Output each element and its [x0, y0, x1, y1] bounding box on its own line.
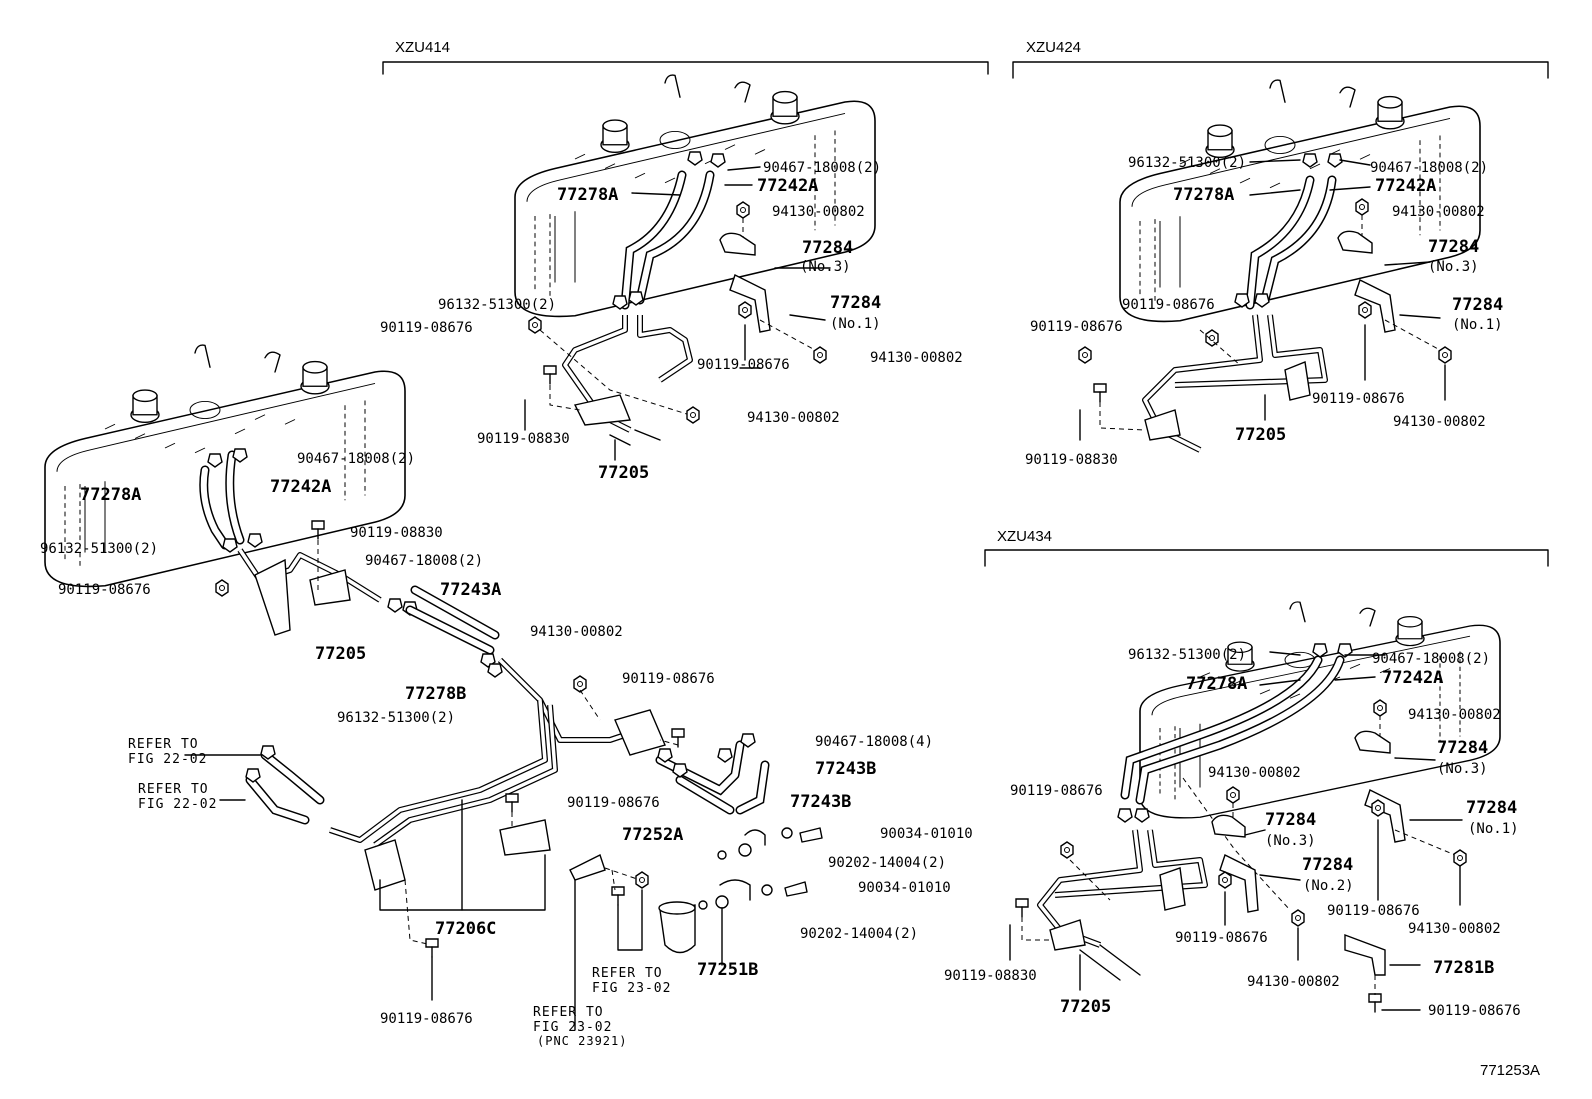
part-label: 77252A [622, 825, 683, 845]
part-label: (No.3) [1265, 833, 1316, 849]
part-label: 90119-08676 [380, 320, 473, 336]
part-label: 90119-08676 [622, 671, 715, 687]
part-label: 90119-08676 [1312, 391, 1405, 407]
part-label: 77284 [1428, 237, 1479, 257]
part-label: 96132-51300(2) [1128, 647, 1246, 663]
part-label: 90467-18008(2) [297, 451, 415, 467]
part-label: 90119-08676 [1122, 297, 1215, 313]
part-label: 90467-18008(2) [1370, 160, 1488, 176]
part-label: 77205 [1060, 997, 1111, 1017]
part-label: 77284 [1265, 810, 1316, 830]
part-label: 90119-08830 [477, 431, 570, 447]
drawing-number: 771253A [1480, 1062, 1540, 1079]
xzu424-assembly [1012, 61, 1549, 453]
part-label: (No.3) [1437, 761, 1488, 777]
part-label: 90119-08676 [1030, 319, 1123, 335]
xzu434-labels: 96132-51300(2) 90467-18008(2) 77278A 772… [944, 647, 1521, 1019]
part-label: 77206C [435, 919, 496, 939]
part-label: 94130-00802 [1392, 204, 1485, 220]
part-label: 96132-51300(2) [1128, 155, 1246, 171]
xzu414-assembly [382, 61, 989, 461]
part-label: 90467-18008(4) [815, 734, 933, 750]
part-label: 90119-08676 [697, 357, 790, 373]
part-label: 77243B [815, 759, 876, 779]
part-label: 90119-08676 [1175, 930, 1268, 946]
main-assembly [44, 344, 823, 1031]
part-label: 96132-51300(2) [40, 541, 158, 557]
part-label: 77205 [1235, 425, 1286, 445]
part-label: 77242A [270, 477, 331, 497]
part-label: 94130-00802 [1208, 765, 1301, 781]
part-label: 77281B [1433, 958, 1494, 978]
part-label: 94130-00802 [1393, 414, 1486, 430]
part-label: 77284 [1466, 798, 1517, 818]
part-label: (No.1) [1452, 317, 1503, 333]
part-label: 77284 [1437, 738, 1488, 758]
part-label: 77243B [790, 792, 851, 812]
part-label: 94130-00802 [530, 624, 623, 640]
part-label: 90202-14004(2) [828, 855, 946, 871]
section-xzu424-label: XZU424 [1026, 39, 1081, 56]
part-label: 77242A [757, 176, 818, 196]
part-label: 77205 [315, 644, 366, 664]
part-label: (No.3) [1428, 259, 1479, 275]
part-label: 90467-18008(2) [1372, 651, 1490, 667]
xzu424-labels: 96132-51300(2) 90467-18008(2) 77278A 772… [1025, 155, 1503, 468]
xzu414-labels: 90467-18008(2) 77278A 77242A 94130-00802… [380, 160, 963, 483]
xzu434-assembly [984, 549, 1549, 1013]
part-label: 77278B [405, 684, 466, 704]
part-label: 77284 [1452, 295, 1503, 315]
part-label: 77242A [1375, 176, 1436, 196]
part-label: 90119-08830 [1025, 452, 1118, 468]
part-label: 77284 [1302, 855, 1353, 875]
part-label: 90119-08830 [944, 968, 1037, 984]
part-label: 90467-18008(2) [763, 160, 881, 176]
section-xzu434-label: XZU434 [997, 528, 1052, 545]
part-label: 90034-01010 [880, 826, 973, 842]
part-label: 77205 [598, 463, 649, 483]
part-label: 90119-08676 [1010, 783, 1103, 799]
part-label: 77251B [697, 960, 758, 980]
part-label: (No.1) [1468, 821, 1519, 837]
part-label: 77243A [440, 580, 501, 600]
part-label: 96132-51300(2) [337, 710, 455, 726]
part-label: 90119-08676 [58, 582, 151, 598]
part-label: 94130-00802 [1408, 921, 1501, 937]
part-label: (No.2) [1303, 878, 1354, 894]
part-label: 90467-18008(2) [365, 553, 483, 569]
part-label: 77278A [80, 485, 141, 505]
part-label: (No.1) [830, 316, 881, 332]
part-label: 96132-51300(2) [438, 297, 556, 313]
part-label: 94130-00802 [1408, 707, 1501, 723]
main-labels: 90467-18008(2) 77278A 77242A 90119-08830… [40, 451, 973, 1048]
part-label: 77242A [1382, 668, 1443, 688]
part-label: 77284 [830, 293, 881, 313]
section-xzu414-label: XZU414 [395, 39, 450, 56]
part-label: 90119-08676 [1428, 1003, 1521, 1019]
part-label: 90119-08676 [1327, 903, 1420, 919]
part-label: 94130-00802 [870, 350, 963, 366]
part-label: (No.3) [800, 259, 851, 275]
part-label: 77278A [1186, 674, 1247, 694]
part-label: 90034-01010 [858, 880, 951, 896]
part-label: 94130-00802 [772, 204, 865, 220]
part-label: 90119-08676 [567, 795, 660, 811]
part-label: 90202-14004(2) [800, 926, 918, 942]
part-label: 90119-08676 [380, 1011, 473, 1027]
part-label: 77278A [1173, 185, 1234, 205]
part-label: 90119-08830 [350, 525, 443, 541]
part-label: 77278A [557, 185, 618, 205]
section-headers: XZU414 XZU424 XZU434 771253A [395, 39, 1540, 1079]
part-label: 94130-00802 [747, 410, 840, 426]
part-label: 94130-00802 [1247, 974, 1340, 990]
part-label: 77284 [802, 238, 853, 258]
